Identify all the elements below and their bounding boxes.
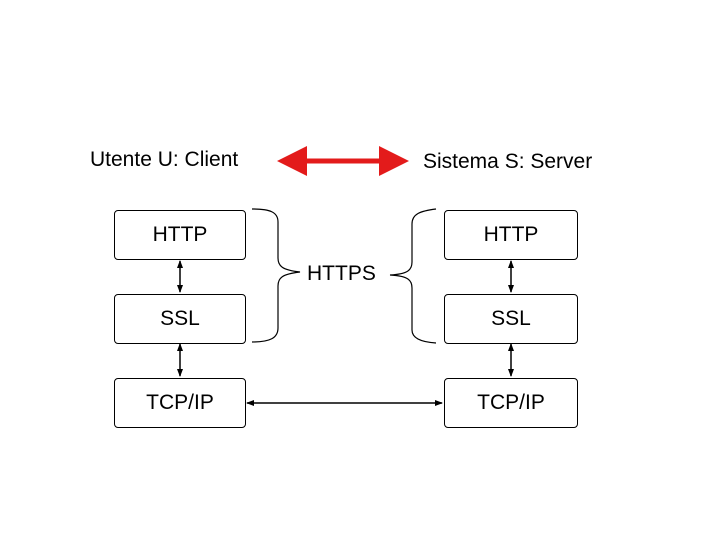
client-title: Utente U: Client xyxy=(90,148,239,171)
https-label: HTTPS xyxy=(307,262,376,285)
client-brace xyxy=(251,208,301,343)
server-title: Sistema S: Server xyxy=(423,150,593,173)
client-tcpip-box: TCP/IP xyxy=(114,378,246,428)
client-http-box: HTTP xyxy=(114,210,246,260)
server-tcpip-box: TCP/IP xyxy=(444,378,578,428)
server-brace xyxy=(389,208,437,344)
client-ssl-box: SSL xyxy=(114,294,246,344)
server-http-box: HTTP xyxy=(444,210,578,260)
server-ssl-box: SSL xyxy=(444,294,578,344)
